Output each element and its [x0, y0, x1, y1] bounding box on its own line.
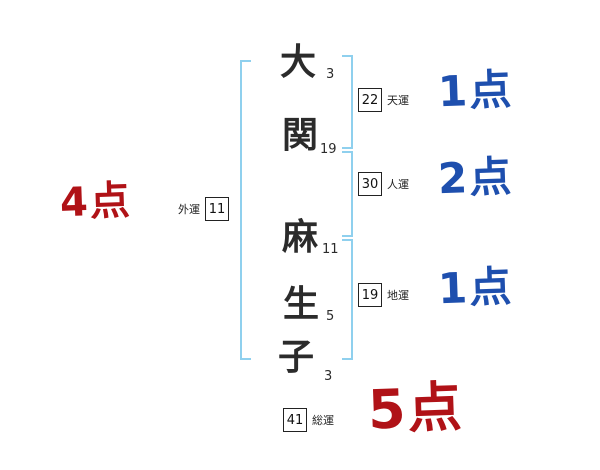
heaven-luck-label: 天運 — [387, 94, 409, 107]
name-char-2: 関 — [282, 115, 319, 156]
name-char-1: 大 — [280, 42, 317, 83]
outer-luck-group: 外運 11 — [178, 197, 229, 221]
heaven-luck-value-box: 22 — [358, 88, 382, 112]
stroke-count-3: 11 — [322, 242, 339, 257]
earth-luck-value-box: 19 — [358, 283, 382, 307]
person-luck-bracket — [342, 151, 353, 237]
total-luck-label: 総運 — [312, 414, 334, 427]
person-luck-group: 30 人運 — [358, 172, 409, 196]
heaven-luck-group: 22 天運 — [358, 88, 409, 112]
outer-luck-value-box: 11 — [205, 197, 229, 221]
stroke-count-5: 3 — [324, 369, 333, 384]
heaven-luck-score: 1点 — [437, 64, 515, 117]
person-luck-label: 人運 — [387, 178, 409, 191]
name-char-4: 生 — [283, 284, 320, 325]
outer-luck-label: 外運 — [178, 203, 200, 216]
name-char-3: 麻 — [282, 217, 319, 258]
person-luck-value-box: 30 — [358, 172, 382, 196]
outer-luck-bracket — [240, 60, 251, 360]
earth-luck-label: 地運 — [387, 289, 409, 302]
earth-luck-score: 1点 — [437, 261, 515, 314]
stroke-count-4: 5 — [326, 309, 335, 324]
outer-luck-score: 4点 — [59, 177, 133, 227]
heaven-luck-bracket — [342, 55, 353, 149]
name-char-5: 子 — [278, 337, 315, 378]
person-luck-score: 2点 — [437, 151, 515, 204]
total-luck-group: 41 総運 — [283, 408, 334, 432]
total-luck-value-box: 41 — [283, 408, 307, 432]
earth-luck-bracket — [342, 239, 353, 360]
total-luck-score: 5点 — [366, 375, 465, 442]
stroke-count-1: 3 — [326, 67, 335, 82]
stroke-count-2: 19 — [320, 142, 337, 157]
earth-luck-group: 19 地運 — [358, 283, 409, 307]
